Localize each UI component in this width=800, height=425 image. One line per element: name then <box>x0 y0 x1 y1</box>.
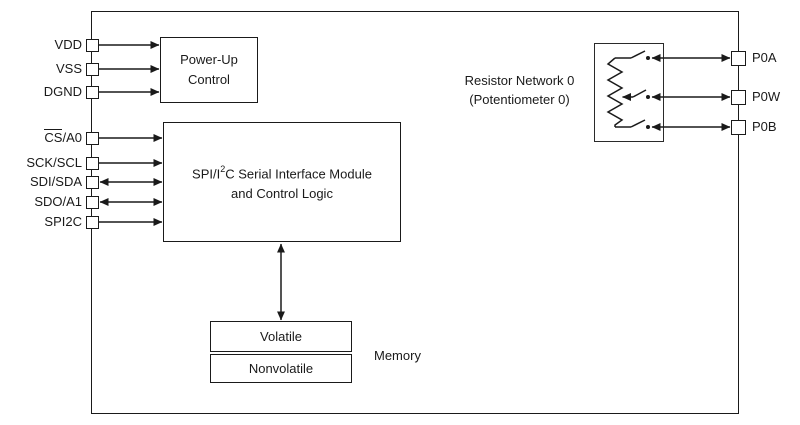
pin-box-sdo-a1 <box>85 195 99 209</box>
pin-label-sdi-sda: SDI/SDA <box>29 174 82 189</box>
nonvolatile-label: Nonvolatile <box>248 360 314 376</box>
pin-label-cs-a0: CS/A0 <box>44 129 82 145</box>
pin-box-cs-a0 <box>85 131 99 145</box>
pin-box-vss <box>85 62 99 76</box>
volatile-memory-block: Volatile <box>210 321 352 352</box>
pin-label-vss: VSS <box>55 61 82 76</box>
pin-box-dgnd <box>85 85 99 99</box>
resistor-network-label-line2: (Potentiometer 0) <box>469 92 570 107</box>
pin-box-sck-scl <box>85 156 99 170</box>
power-up-control-block: Power-Up Control <box>160 37 258 103</box>
serial-interface-label-line2: and Control Logic <box>231 186 333 202</box>
serial-interface-label-line1: SPI/I2C Serial Interface Module <box>192 163 372 182</box>
chip-boundary-box <box>91 11 739 414</box>
pin-label-p0a: P0A <box>752 50 777 65</box>
power-up-control-label-line1: Power-Up <box>180 52 238 67</box>
resistor-network-label: Resistor Network 0 (Potentiometer 0) <box>448 71 591 109</box>
pin-box-vdd <box>85 38 99 52</box>
pin-label-p0w: P0W <box>752 89 781 104</box>
serial-interface-block: SPI/I2C Serial Interface Module and Cont… <box>163 122 401 242</box>
pin-label-sdo-a1: SDO/A1 <box>34 194 82 209</box>
i2c-superscript: 2 <box>220 163 226 174</box>
pin-label-dgnd: DGND <box>43 84 82 99</box>
resistor-network-label-line1: Resistor Network 0 <box>464 73 575 88</box>
pin-box-p0b <box>731 119 746 135</box>
pin-label-sck-scl: SCK/SCL <box>26 155 82 170</box>
pin-box-p0a <box>731 50 746 66</box>
pin-box-p0w <box>731 89 746 105</box>
volatile-label: Volatile <box>260 328 302 344</box>
pin-box-spi2c <box>85 215 99 229</box>
pin-label-p0b: P0B <box>752 119 777 134</box>
resistor-network-box <box>594 43 664 142</box>
memory-label: Memory <box>374 348 421 363</box>
cs-overline: CS <box>44 129 63 145</box>
pin-label-spi2c: SPI2C <box>44 214 82 229</box>
pin-label-vdd: VDD <box>54 37 82 52</box>
nonvolatile-memory-block: Nonvolatile <box>210 354 352 383</box>
power-up-control-label-line2: Control <box>188 72 230 87</box>
pin-box-sdi-sda <box>85 175 99 189</box>
